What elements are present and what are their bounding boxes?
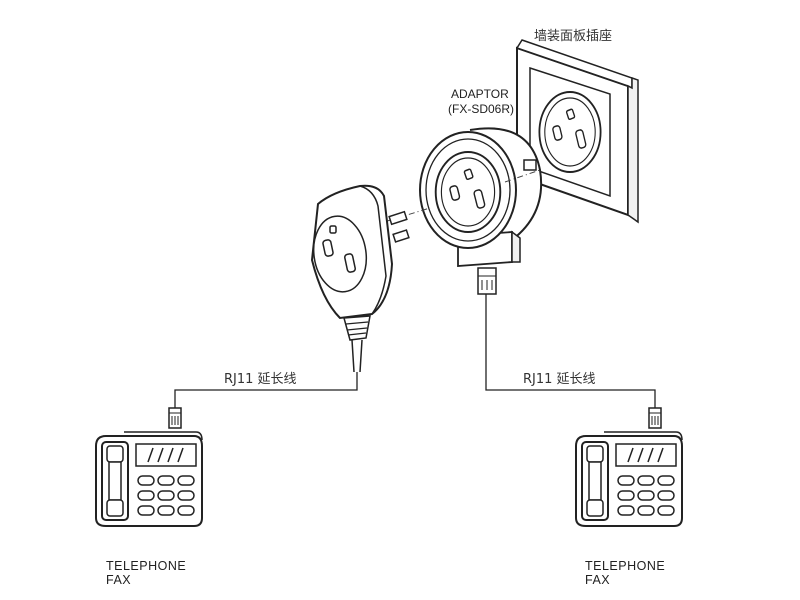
device-right-label-line2: FAX: [585, 573, 610, 587]
wall-socket: [515, 39, 639, 224]
phone-plug: [310, 184, 410, 373]
rj11-plug-left: [168, 407, 182, 429]
cable-right: [485, 294, 656, 408]
cable-left: [174, 372, 358, 408]
device-left-label-line1: TELEPHONE: [106, 559, 186, 573]
alignment-line-left: [383, 207, 431, 223]
rj11-jack: [477, 267, 497, 295]
cable-left-label: RJ11 延长线: [224, 372, 297, 387]
cable-right-label: RJ11 延长线: [523, 372, 596, 387]
alignment-line-right: [504, 169, 541, 183]
adaptor: [419, 127, 543, 295]
adaptor-name-label: ADAPTOR: [451, 87, 509, 101]
wall-socket-label: 墙装面板插座: [534, 29, 612, 44]
telephone-right-icon: [575, 431, 683, 527]
wall-outlet-face: [538, 91, 602, 173]
telephone-left-icon: [95, 431, 203, 527]
device-left-label-line2: FAX: [106, 573, 131, 587]
rj11-plug-right: [648, 407, 662, 429]
adaptor-model-label: (FX-SD06R): [448, 102, 514, 116]
device-right-label-line1: TELEPHONE: [585, 559, 665, 573]
